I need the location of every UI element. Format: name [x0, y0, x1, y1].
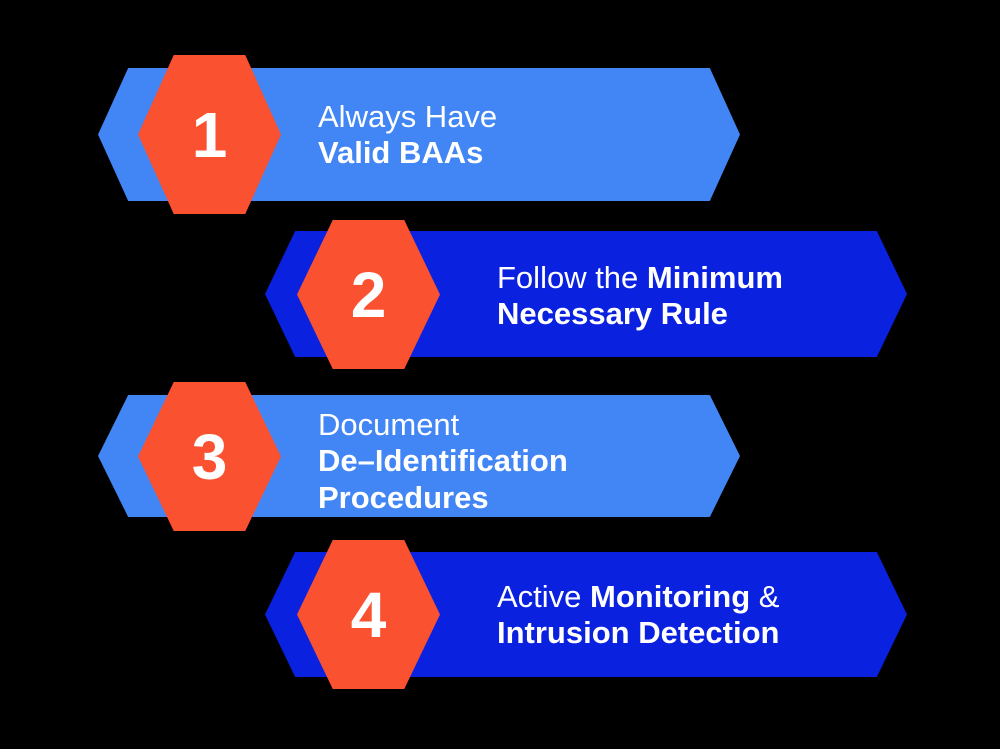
text-run: Intrusion Detection — [497, 615, 780, 651]
step-hexagon-badge-3: 3 — [138, 382, 281, 531]
step-text-line: De–Identification — [318, 443, 568, 479]
step-number-label: 3 — [191, 420, 228, 493]
step-hexagon-badge-4: 4 — [297, 540, 440, 689]
step-text-line: Active Monitoring & — [497, 579, 779, 615]
text-run: Document — [318, 407, 460, 442]
text-run: Necessary Rule — [497, 296, 728, 332]
text-run: Minimum — [646, 260, 783, 295]
step-number-label: 4 — [350, 578, 387, 651]
text-run: Follow the — [497, 260, 647, 295]
step-number-label: 2 — [350, 258, 387, 331]
step-text-4: Active Monitoring &Intrusion Detection — [497, 579, 779, 652]
step-text-line: Follow the Minimum — [497, 260, 783, 296]
step-text-line: Necessary Rule — [497, 296, 783, 332]
text-run: De–Identification — [318, 443, 568, 479]
text-run: Always Have — [318, 99, 498, 134]
text-run: Valid BAAs — [318, 135, 484, 171]
text-run: Active — [497, 579, 591, 614]
text-run: Procedures — [318, 479, 489, 515]
step-text-line: Procedures — [318, 480, 568, 516]
text-run: & — [750, 579, 780, 614]
text-run: Monitoring — [590, 579, 751, 614]
step-text-line: Document — [318, 407, 568, 443]
step-number-label: 1 — [191, 98, 228, 171]
step-text-line: Valid BAAs — [318, 135, 497, 171]
step-hexagon-badge-2: 2 — [297, 220, 440, 369]
step-text-line: Always Have — [318, 99, 497, 135]
step-text-line: Intrusion Detection — [497, 615, 779, 651]
